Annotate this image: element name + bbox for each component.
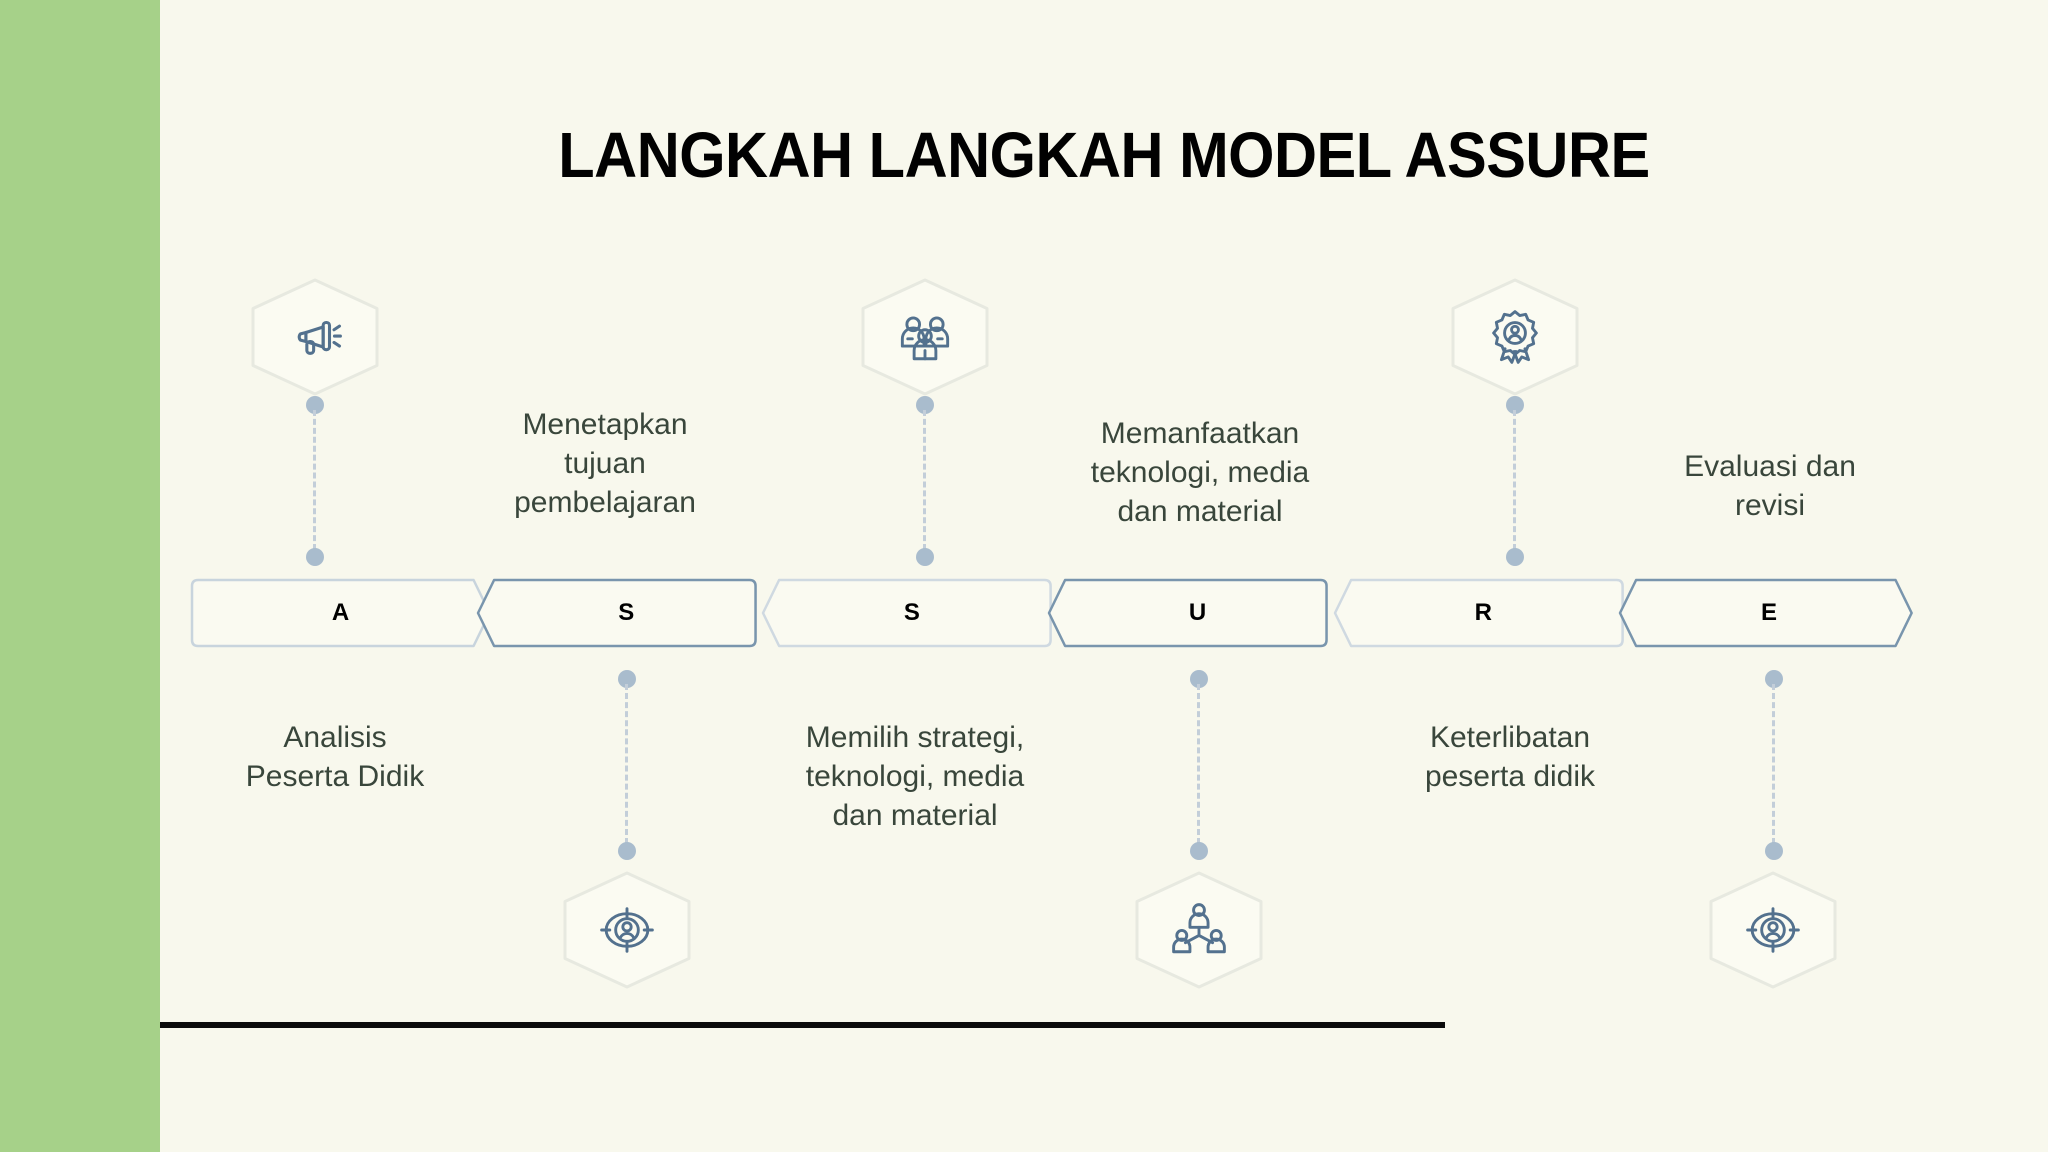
chevron-letter: S (903, 599, 921, 626)
connector-line (1513, 410, 1517, 550)
step-label-memilih: Memilih strategi, teknologi, media dan m… (745, 718, 1085, 835)
target-person-icon (1744, 901, 1802, 959)
connector-dot (1190, 670, 1208, 688)
chevron-letter: E (1760, 599, 1778, 626)
chevron-step-s2[interactable]: S (761, 578, 1063, 648)
connector-dot (1190, 842, 1208, 860)
connector-line (1772, 684, 1776, 844)
connector-line (313, 410, 317, 550)
chevron-step-r[interactable]: R (1333, 578, 1635, 648)
connector-dot (1506, 396, 1524, 414)
step-icon-target-person-1 (561, 870, 693, 990)
connector-dot (306, 396, 324, 414)
label-line: pembelajaran (514, 486, 696, 519)
chevron-letter: R (1474, 599, 1493, 626)
connector-dot (1506, 548, 1524, 566)
label-line: tujuan (564, 447, 646, 480)
label-line: Keterlibatan (1429, 721, 1591, 754)
award-badge-icon (1486, 308, 1544, 366)
step-icon-megaphone (249, 277, 381, 397)
label-line: Evaluasi dan (1684, 450, 1856, 483)
chevron-step-s1[interactable]: S (476, 578, 778, 648)
step-label-memanfaatkan: Memanfaatkan teknologi, media dan materi… (1035, 414, 1365, 531)
step-label-evaluasi: Evaluasi dan revisi (1605, 447, 1935, 525)
chevron-shape (190, 578, 492, 648)
assure-chevron-bar: A S S U (190, 578, 1920, 648)
accent-strip (0, 0, 160, 1152)
chevron-step-u[interactable]: U (1047, 578, 1349, 648)
connector-dot (618, 670, 636, 688)
label-line: dan material (1117, 495, 1283, 528)
megaphone-icon (286, 308, 344, 366)
chevron-shape (476, 578, 778, 648)
connector-line (1197, 684, 1201, 844)
chevron-letter: A (331, 599, 350, 626)
connector-line (923, 410, 927, 550)
hexagon-frame (1449, 277, 1581, 397)
chevron-shape (1047, 578, 1349, 648)
label-line: peserta didik (1424, 760, 1596, 793)
chevron-shape (1618, 578, 1920, 648)
chevron-letter: U (1188, 599, 1207, 626)
target-person-icon (598, 901, 656, 959)
label-line: teknologi, media (1090, 456, 1310, 489)
connector-dot (618, 842, 636, 860)
connector-dot (1765, 670, 1783, 688)
label-line: Analisis (283, 721, 387, 754)
label-line: revisi (1734, 489, 1805, 522)
connector-dot (306, 548, 324, 566)
label-line: teknologi, media (805, 760, 1025, 793)
label-line: Peserta Didik (245, 760, 425, 793)
label-line: Memilih strategi, (805, 721, 1025, 754)
chevron-letter: S (618, 599, 635, 626)
connector-line (625, 684, 629, 844)
step-label-keterlibatan: Keterlibatan peserta didik (1340, 718, 1680, 796)
label-line: dan material (832, 799, 998, 832)
label-line: Memanfaatkan (1100, 417, 1300, 450)
bottom-divider-rule (160, 1022, 1445, 1028)
people-group-icon (896, 308, 954, 366)
hexagon-frame (249, 277, 381, 397)
page-title: LANGKAH LANGKAH MODEL ASSURE (558, 119, 1650, 191)
step-label-analisis: Analisis Peserta Didik (170, 718, 500, 796)
step-icon-people-network (1133, 870, 1265, 990)
label-line: Menetapkan (522, 408, 688, 441)
step-icon-target-person-2 (1707, 870, 1839, 990)
connector-dot (1765, 842, 1783, 860)
connector-dot (916, 548, 934, 566)
chevron-step-a[interactable]: A (190, 578, 492, 648)
people-network-icon (1170, 901, 1228, 959)
step-icon-people-group (859, 277, 991, 397)
chevron-step-e[interactable]: E (1618, 578, 1920, 648)
connector-dot (916, 396, 934, 414)
step-icon-award-badge (1449, 277, 1581, 397)
step-label-menetapkan: Menetapkan tujuan pembelajaran (440, 405, 770, 522)
